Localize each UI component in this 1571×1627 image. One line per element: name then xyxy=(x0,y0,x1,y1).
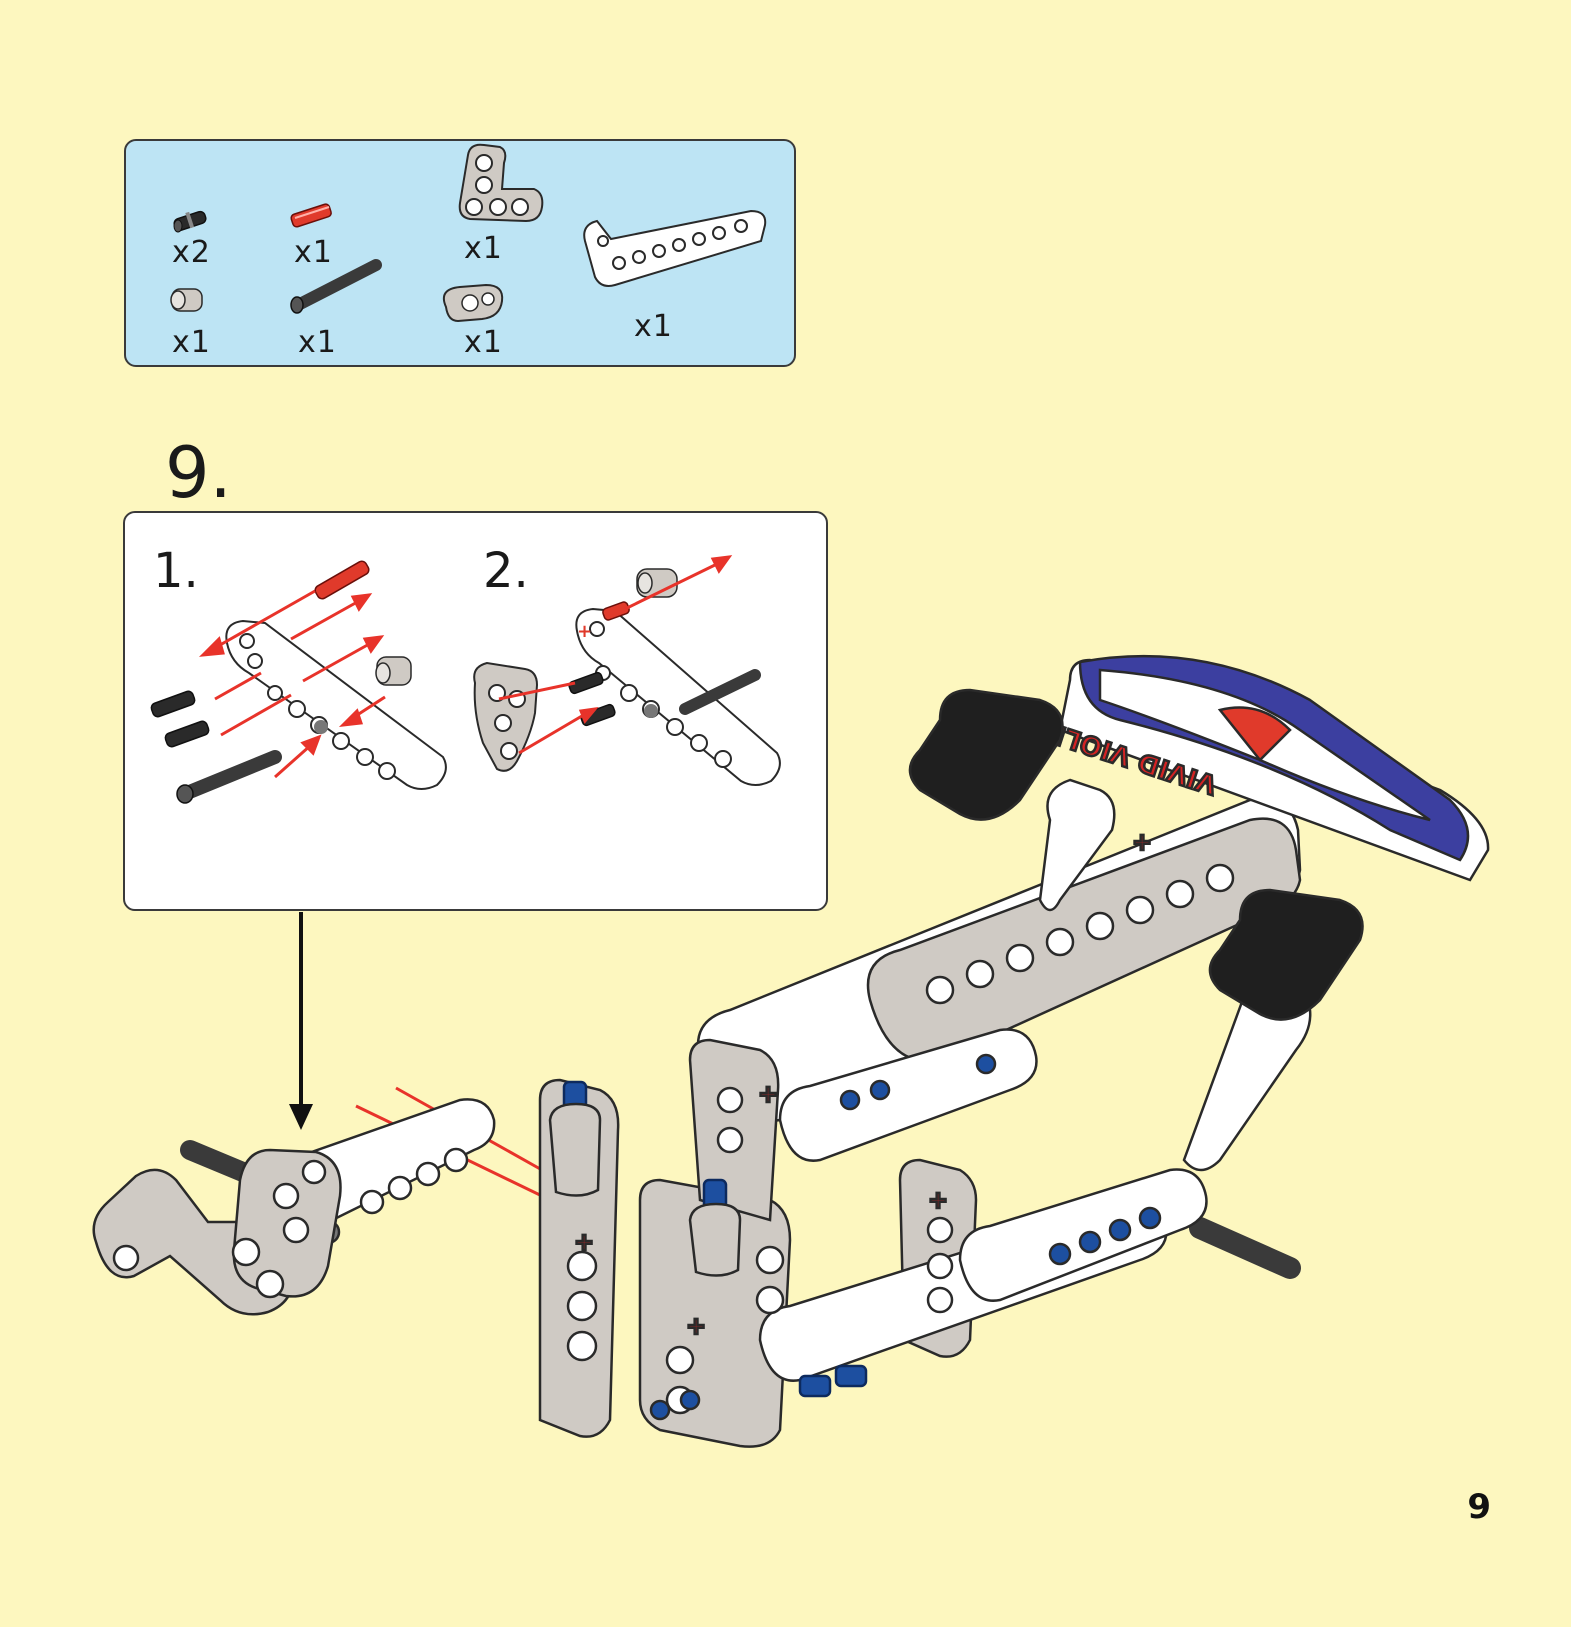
substep-1-diagram xyxy=(150,560,447,804)
long-axle-icon xyxy=(290,259,382,314)
t-beam-icon xyxy=(458,143,544,223)
double-link-icon xyxy=(442,283,504,323)
step-number: 9. xyxy=(165,432,232,514)
parts-illustrations xyxy=(170,143,767,323)
svg-text:+: + xyxy=(686,1312,706,1340)
black-connector-pin-icon xyxy=(173,210,207,233)
down-arrow xyxy=(289,912,313,1130)
svg-text:+: + xyxy=(1132,828,1152,856)
qty-l-beam: x1 xyxy=(634,309,673,344)
svg-text:+: + xyxy=(758,1080,778,1108)
sticker-text: VIVID VIOLENT xyxy=(1006,704,1221,799)
l-beam-icon xyxy=(583,209,767,287)
substep-2-label: 2. xyxy=(483,543,529,599)
substep-1-label: 1. xyxy=(153,543,199,599)
red-guide-lines xyxy=(355,1086,543,1198)
svg-text:+: + xyxy=(577,621,592,642)
red-axle-icon xyxy=(290,203,332,228)
parts-list-panel: x2 x1 x1 x1 x1 x1 x1 xyxy=(124,139,796,367)
qty-bush: x1 xyxy=(172,325,211,360)
svg-text:+: + xyxy=(574,1228,594,1256)
red-arrows xyxy=(198,589,386,779)
qty-red-axle: x1 xyxy=(294,235,333,270)
qty-t-beam: x1 xyxy=(464,231,503,266)
qty-double-link: x1 xyxy=(464,325,503,360)
qty-long-axle: x1 xyxy=(298,325,337,360)
svg-text:+: + xyxy=(928,1186,948,1214)
red-arrows-2 xyxy=(498,555,733,755)
bush-icon xyxy=(170,288,203,312)
page-number: 9 xyxy=(1467,1487,1491,1527)
substep-2-diagram: + xyxy=(473,555,781,786)
left-sub-assembly xyxy=(92,1098,496,1316)
substep-illustrations: + xyxy=(150,555,781,804)
sub-assembly-panel: 1. 2. xyxy=(123,511,828,911)
qty-connector-pin: x2 xyxy=(172,235,211,270)
